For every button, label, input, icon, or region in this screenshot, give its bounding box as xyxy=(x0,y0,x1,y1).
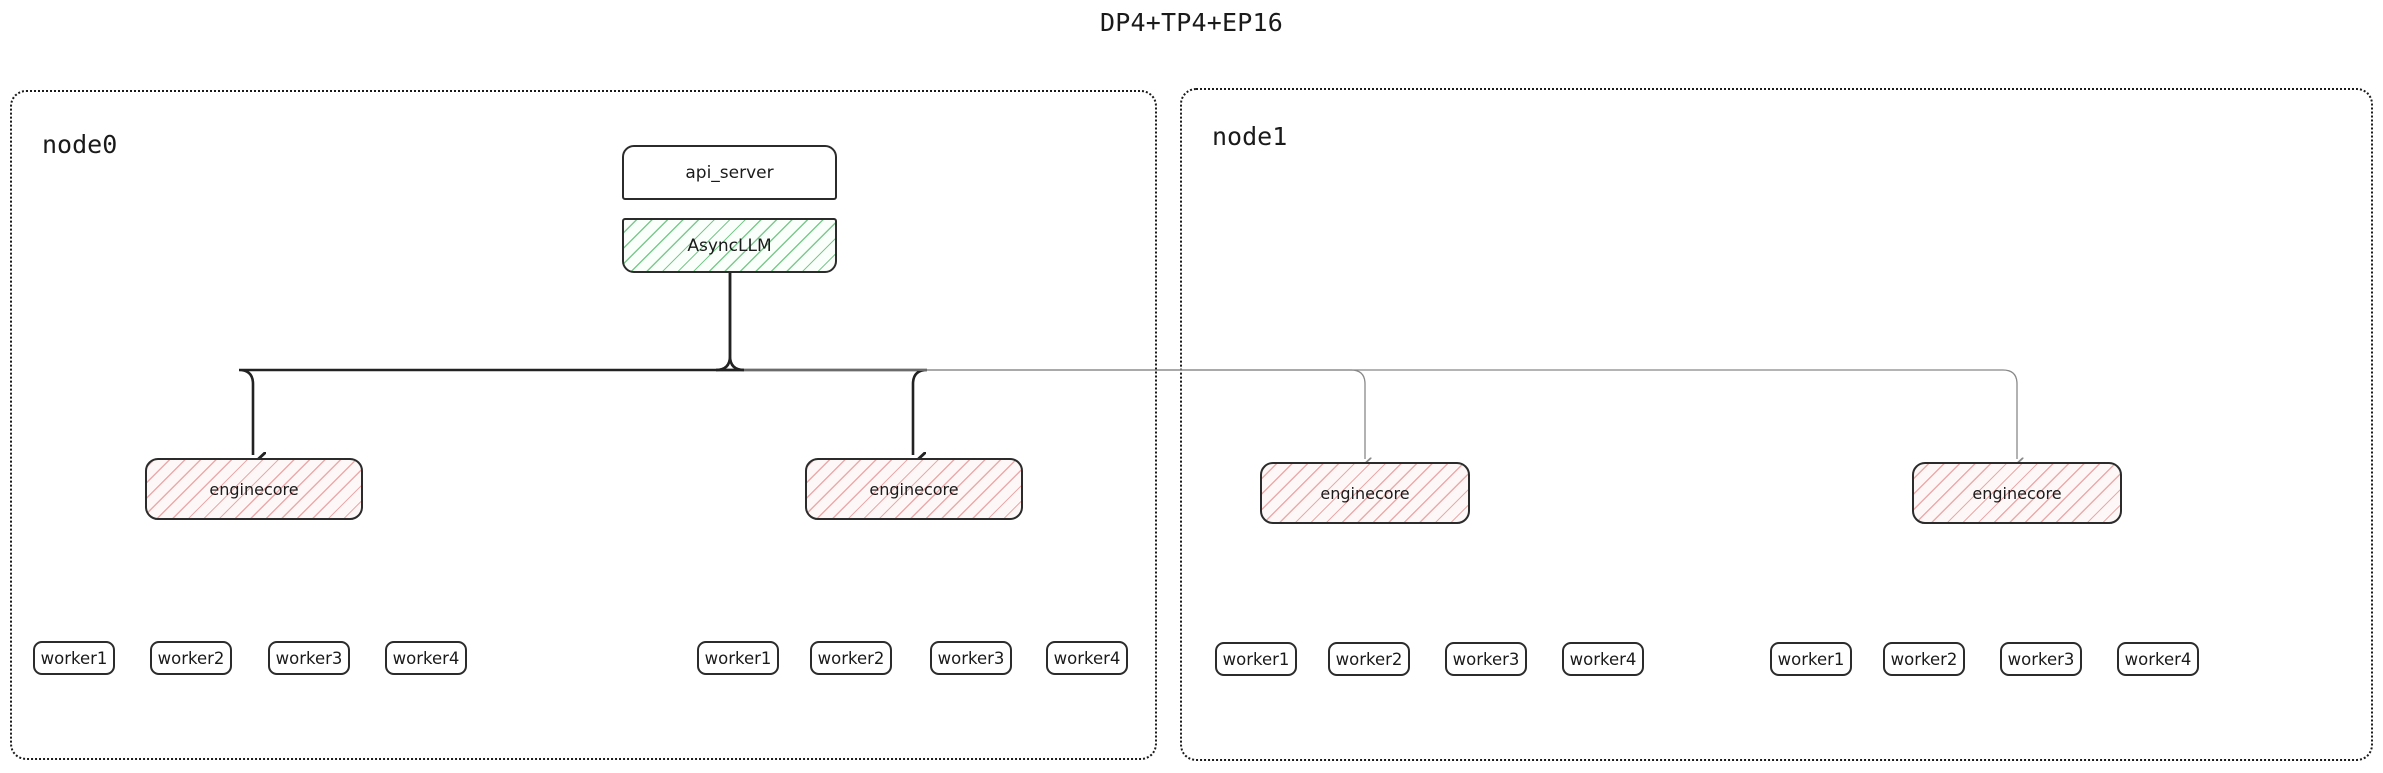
node0-group1-worker-1-label: worker1 xyxy=(40,648,108,668)
node0-enginecore-2-label: enginecore xyxy=(869,479,959,499)
node0-group1-worker-3[interactable]: worker3 xyxy=(268,641,350,675)
node-label-node1: node1 xyxy=(1212,122,1288,151)
node1-group1-worker-4[interactable]: worker4 xyxy=(1562,642,1644,676)
node0-group2-worker-4-label: worker4 xyxy=(1053,648,1121,668)
node1-group2-worker-3-label: worker3 xyxy=(2007,649,2075,669)
node1-group2-worker-2[interactable]: worker2 xyxy=(1883,642,1965,676)
node0-group1-worker-2[interactable]: worker2 xyxy=(150,641,232,675)
node1-group1-worker-4-label: worker4 xyxy=(1569,649,1637,669)
node0-group1-worker-3-label: worker3 xyxy=(275,648,343,668)
node1-group1-worker-2[interactable]: worker2 xyxy=(1328,642,1410,676)
node0-group2-worker-3[interactable]: worker3 xyxy=(930,641,1012,675)
node1-enginecore-2-label: enginecore xyxy=(1972,483,2062,503)
node1-group2-worker-3[interactable]: worker3 xyxy=(2000,642,2082,676)
node1-group1-worker-3[interactable]: worker3 xyxy=(1445,642,1527,676)
node1-group1-worker-2-label: worker2 xyxy=(1335,649,1403,669)
node1-group2-worker-1-label: worker1 xyxy=(1777,649,1845,669)
node-label-node0: node0 xyxy=(42,130,118,159)
node0-enginecore-2[interactable]: enginecore xyxy=(805,458,1023,520)
node0-group1-worker-1[interactable]: worker1 xyxy=(33,641,115,675)
node0-async_llm-label: AsyncLLM xyxy=(687,235,772,256)
node1-enginecore-2[interactable]: enginecore xyxy=(1912,462,2122,524)
node0-group2-worker-1[interactable]: worker1 xyxy=(697,641,779,675)
node1-group1-worker-1[interactable]: worker1 xyxy=(1215,642,1297,676)
node0-enginecore-1[interactable]: enginecore xyxy=(145,458,363,520)
node1-group1-worker-1-label: worker1 xyxy=(1222,649,1290,669)
node0-group2-worker-1-label: worker1 xyxy=(704,648,772,668)
node0-group2-worker-3-label: worker3 xyxy=(937,648,1005,668)
node0-group2-worker-2[interactable]: worker2 xyxy=(810,641,892,675)
node0-enginecore-1-label: enginecore xyxy=(209,479,299,499)
node0-group1-worker-2-label: worker2 xyxy=(157,648,225,668)
node1-group2-worker-2-label: worker2 xyxy=(1890,649,1958,669)
node1-group2-worker-4-label: worker4 xyxy=(2124,649,2192,669)
node0-group1-worker-4-label: worker4 xyxy=(392,648,460,668)
page-title: DP4+TP4+EP16 xyxy=(1099,8,1283,37)
node1-group1-worker-3-label: worker3 xyxy=(1452,649,1520,669)
node1-enginecore-1-label: enginecore xyxy=(1320,483,1410,503)
node1-group2-worker-1[interactable]: worker1 xyxy=(1770,642,1852,676)
node0-async_llm[interactable]: AsyncLLM xyxy=(622,218,837,273)
node0-api_server[interactable]: api_server xyxy=(622,145,837,200)
node0-group1-worker-4[interactable]: worker4 xyxy=(385,641,467,675)
node0-group2-worker-2-label: worker2 xyxy=(817,648,885,668)
node1-enginecore-1[interactable]: enginecore xyxy=(1260,462,1470,524)
node0-api_server-label: api_server xyxy=(685,162,774,183)
node1-group2-worker-4[interactable]: worker4 xyxy=(2117,642,2199,676)
node0-group2-worker-4[interactable]: worker4 xyxy=(1046,641,1128,675)
